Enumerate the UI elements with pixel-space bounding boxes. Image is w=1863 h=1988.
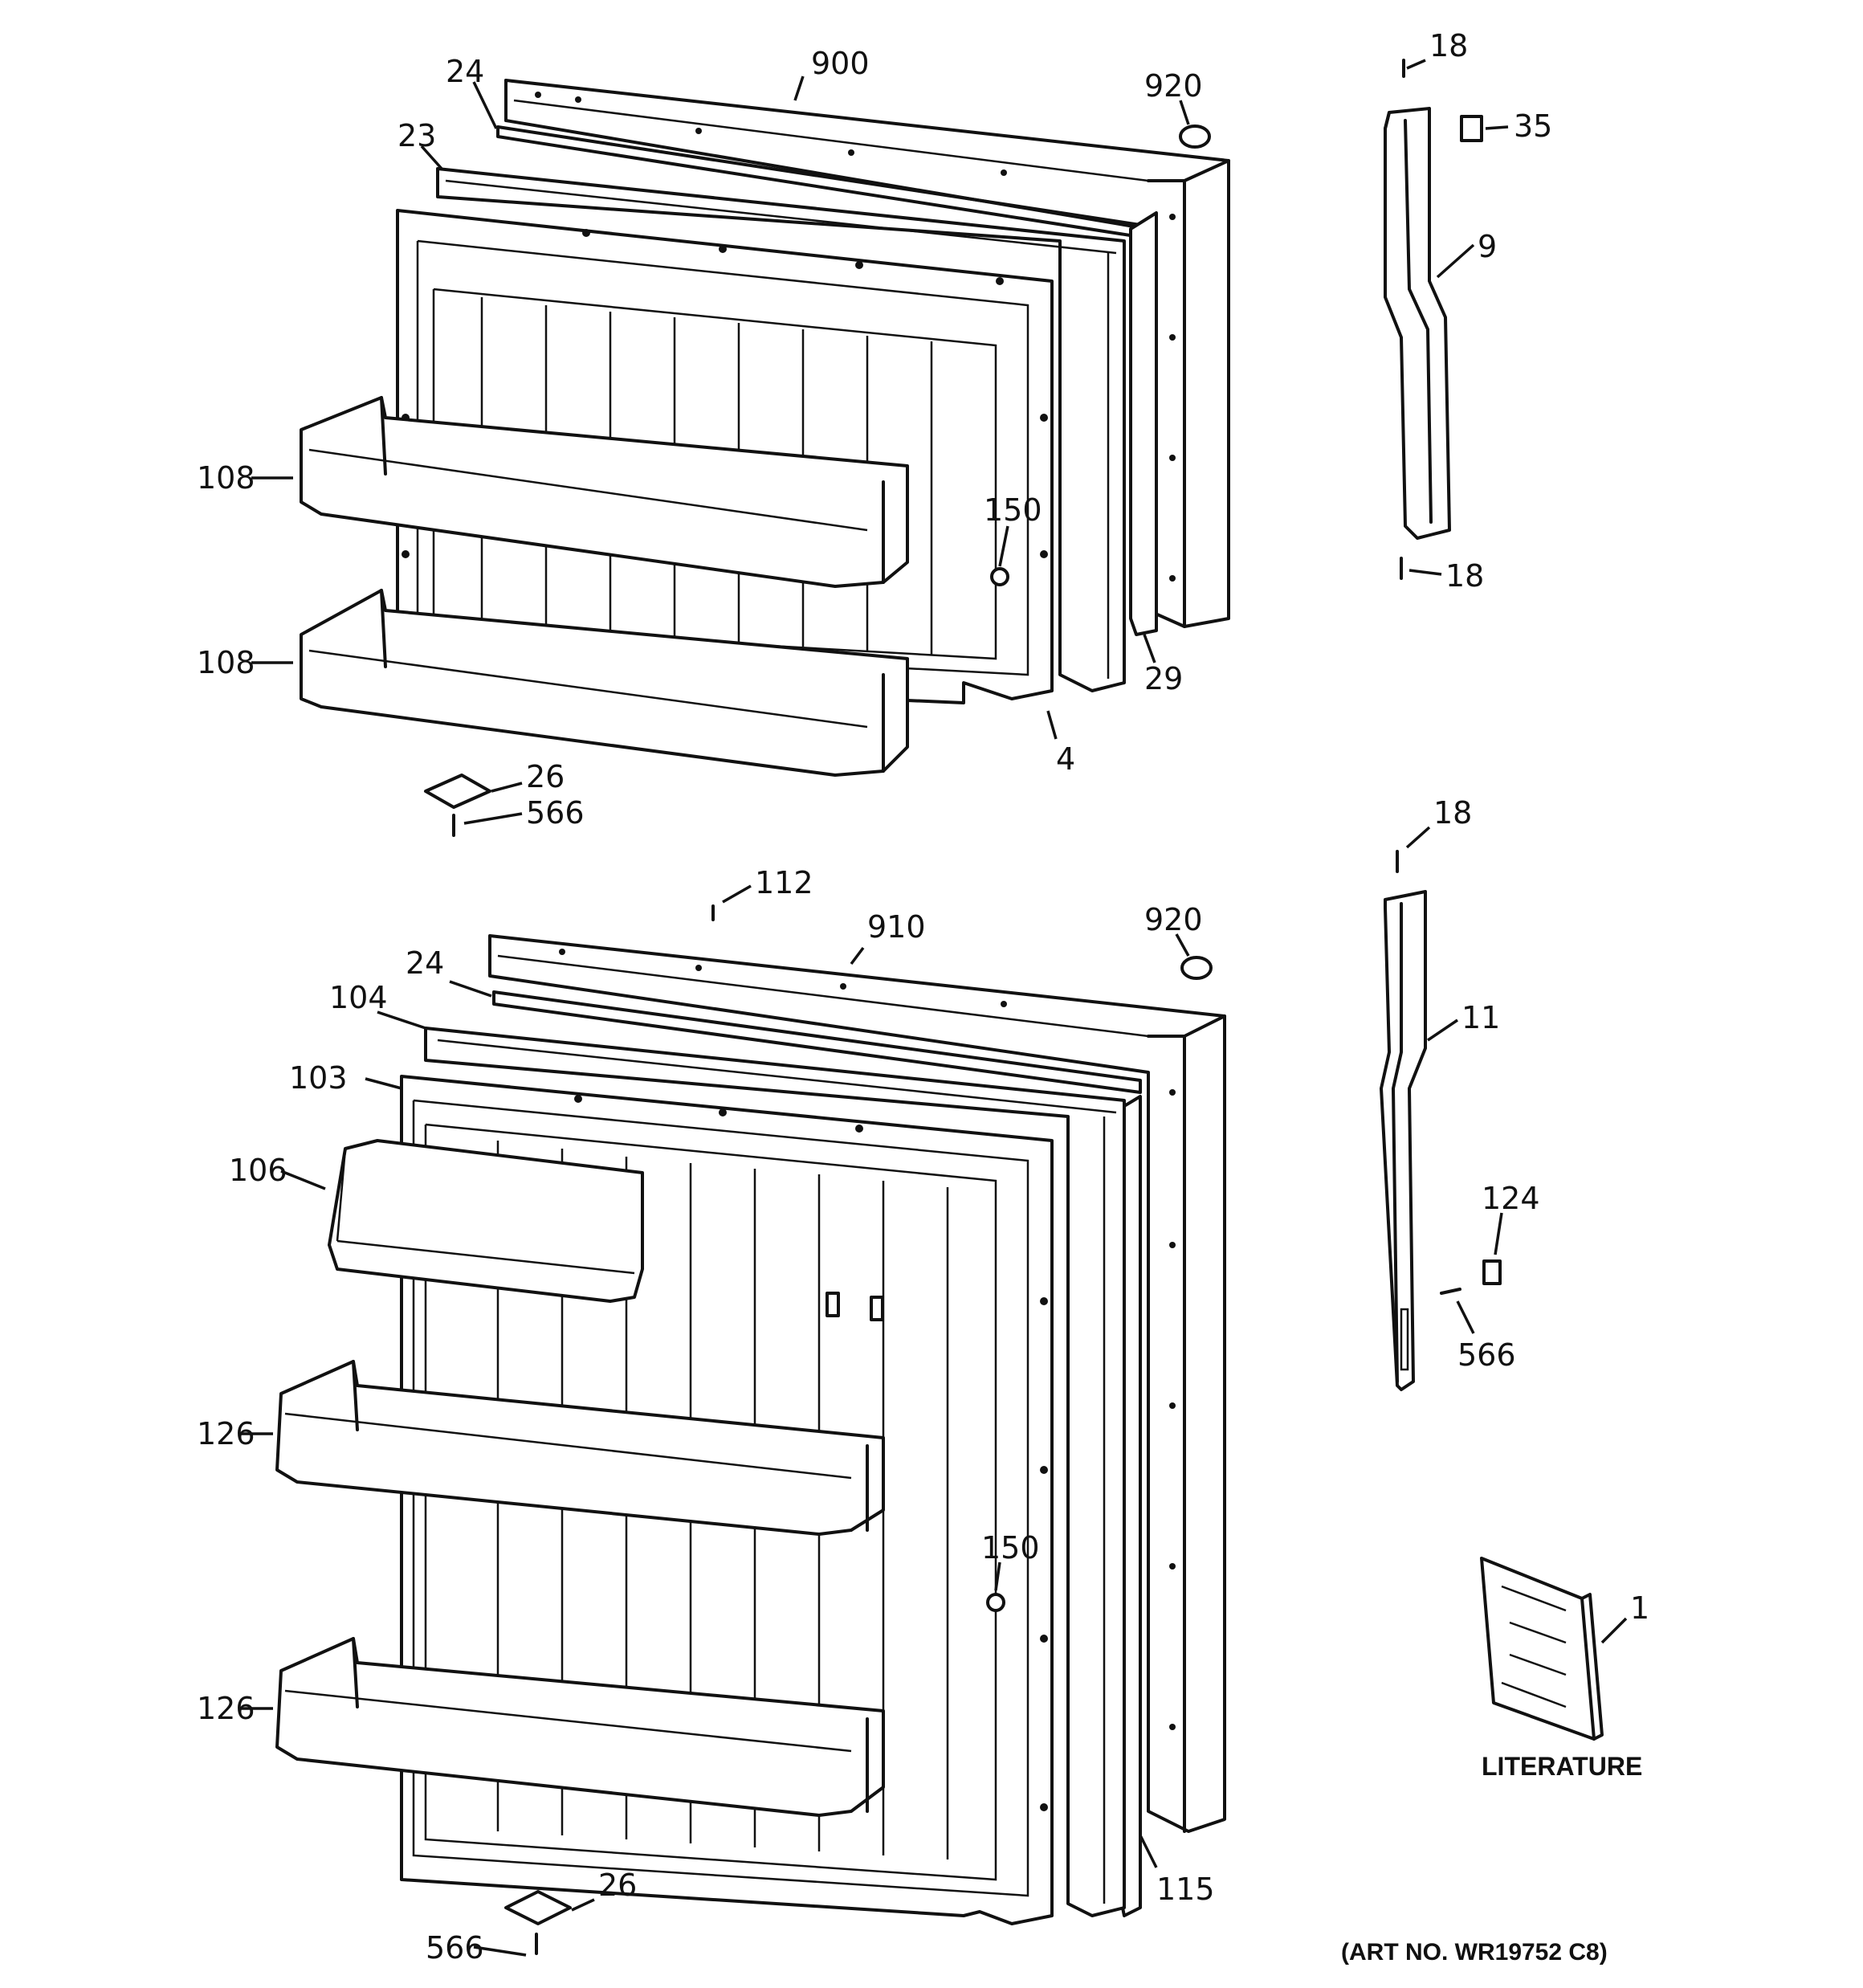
callout-108-b: 108 <box>197 645 255 680</box>
callout-labels: 900 920 24 23 18 35 9 18 108 108 150 29 … <box>197 28 1649 1966</box>
callout-1: 1 <box>1630 1590 1649 1626</box>
callout-106: 106 <box>229 1153 287 1188</box>
freezer-door-assembly <box>300 79 1230 837</box>
callout-26-bottom: 26 <box>598 1868 637 1903</box>
cap-35 <box>1460 115 1483 142</box>
dairy-door-106 <box>328 1139 644 1303</box>
screw-566-mid <box>1440 1288 1461 1295</box>
callout-35: 35 <box>1514 108 1552 144</box>
door-shelf-126-lower <box>275 1637 885 1817</box>
callout-9: 9 <box>1478 229 1497 264</box>
callout-126-a: 126 <box>197 1416 255 1451</box>
callout-112: 112 <box>755 865 813 900</box>
leader-lines <box>241 59 1628 1957</box>
callout-24-top: 24 <box>446 54 484 89</box>
callout-150-top: 150 <box>984 492 1042 528</box>
callout-11: 11 <box>1461 1000 1500 1035</box>
callout-920-bottom: 920 <box>1144 902 1203 937</box>
callout-103: 103 <box>289 1060 348 1096</box>
callout-115: 115 <box>1156 1872 1215 1907</box>
strip-24-bottom <box>492 990 1142 1094</box>
callout-920-top: 920 <box>1144 68 1203 104</box>
literature-label: LITERATURE <box>1482 1752 1642 1781</box>
fresh-food-door-assembly <box>275 904 1226 1955</box>
callout-104: 104 <box>329 980 388 1015</box>
callout-910: 910 <box>867 909 926 945</box>
handle-11 <box>1380 890 1427 1391</box>
callout-124: 124 <box>1482 1181 1540 1216</box>
handle-9 <box>1384 107 1451 540</box>
callout-126-b: 126 <box>197 1691 255 1726</box>
screw-150-top <box>990 567 1009 586</box>
gasket-29 <box>1129 211 1158 636</box>
gasket-23 <box>436 167 1126 692</box>
callout-29: 29 <box>1144 661 1183 696</box>
door-shelf-108-upper <box>300 396 909 588</box>
callout-900: 900 <box>811 46 870 81</box>
callout-150-bottom: 150 <box>981 1530 1040 1565</box>
callout-566-mid: 566 <box>1457 1337 1516 1373</box>
screw-150-bottom <box>986 1593 1005 1612</box>
callout-566-bottom: 566 <box>426 1930 484 1966</box>
art-number: (ART NO. WR19752 C8) <box>1341 1939 1608 1966</box>
hinge-26-top <box>424 774 491 809</box>
callout-18-c: 18 <box>1433 795 1472 831</box>
callout-24-bottom: 24 <box>406 945 444 981</box>
gasket-104 <box>424 1027 1126 1917</box>
clip-124 <box>1482 1259 1502 1285</box>
outer-door-panel-910 <box>488 934 1226 1833</box>
plug-920-bottom <box>1180 956 1213 980</box>
callout-18-b: 18 <box>1445 558 1484 594</box>
literature-booklet-1 <box>1480 1557 1604 1741</box>
door-shelf-108-lower <box>300 589 909 777</box>
callout-26-top: 26 <box>526 759 565 794</box>
callout-4: 4 <box>1056 741 1075 777</box>
callout-18-a: 18 <box>1429 28 1468 63</box>
callout-566-top: 566 <box>526 795 585 831</box>
callout-108-a: 108 <box>197 460 255 496</box>
hinge-26-bottom <box>504 1890 572 1925</box>
callout-23: 23 <box>397 118 436 153</box>
door-shelf-126-upper <box>275 1360 885 1536</box>
plug-920-top <box>1179 125 1211 149</box>
